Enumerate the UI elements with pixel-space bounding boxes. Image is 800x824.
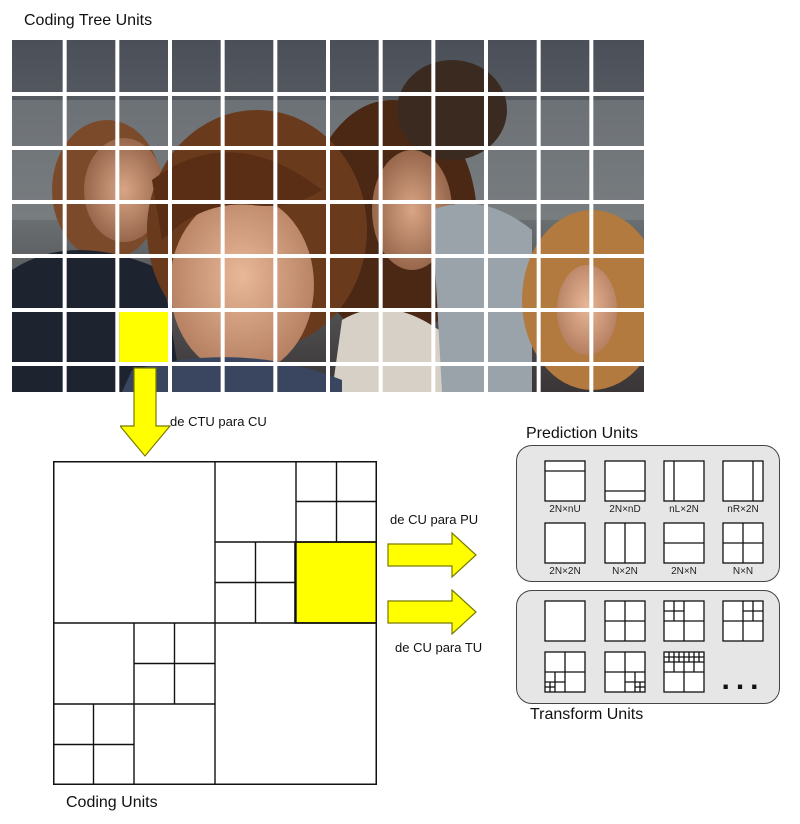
pu-label: 2N×nD: [609, 504, 640, 515]
pu-label: nR×2N: [727, 504, 758, 515]
pu-2NxnD-shape: [604, 460, 646, 502]
ctu-grid-lines: [12, 40, 644, 392]
pu-panel: 2N×nU 2N×nD nL×2N nR×2N 2N×2N N×2N 2N×N …: [516, 445, 780, 582]
pu-label: nL×2N: [669, 504, 699, 515]
pu-2NxN-shape: [663, 522, 705, 564]
tu-title: Transform Units: [530, 706, 644, 723]
ctu-title: Coding Tree Units: [24, 12, 153, 29]
tu-shape-7: [663, 651, 705, 693]
tu-shape-3: [663, 600, 705, 642]
tu-shape-2: [604, 600, 646, 642]
pu-nRx2N-shape: [722, 460, 764, 502]
ctu-photo-grid: [12, 40, 644, 392]
arrow-to-pu: [387, 531, 477, 579]
cu-to-tu-label: de CU para TU: [395, 640, 483, 655]
pu-label: 2N×N: [671, 566, 697, 577]
tu-shape-4: [722, 600, 764, 642]
pu-label: 2N×2N: [549, 566, 580, 577]
pu-title: Prediction Units: [526, 425, 639, 442]
tu-more-ellipsis: ...: [721, 663, 764, 696]
tu-shape-5: [544, 651, 586, 693]
pu-NxN-shape: [722, 522, 764, 564]
ctu-to-cu-label: de CTU para CU: [170, 414, 267, 429]
tu-panel: ...: [516, 590, 780, 704]
pu-2NxnU-shape: [544, 460, 586, 502]
down-arrow: [120, 367, 172, 457]
pu-label: 2N×nU: [549, 504, 580, 515]
pu-label: N×2N: [612, 566, 638, 577]
pu-2Nx2N-shape: [544, 522, 586, 564]
tu-shape-6: [604, 651, 646, 693]
arrow-to-tu: [387, 588, 477, 636]
tu-shape-1: [544, 600, 586, 642]
cu-title: Coding Units: [66, 794, 158, 811]
pu-Nx2N-shape: [604, 522, 646, 564]
coding-units-quadtree: [53, 461, 377, 785]
pu-label: N×N: [733, 566, 753, 577]
cu-to-pu-label: de CU para PU: [390, 512, 479, 527]
pu-nLx2N-shape: [663, 460, 705, 502]
highlighted-ctu: [119, 312, 168, 362]
